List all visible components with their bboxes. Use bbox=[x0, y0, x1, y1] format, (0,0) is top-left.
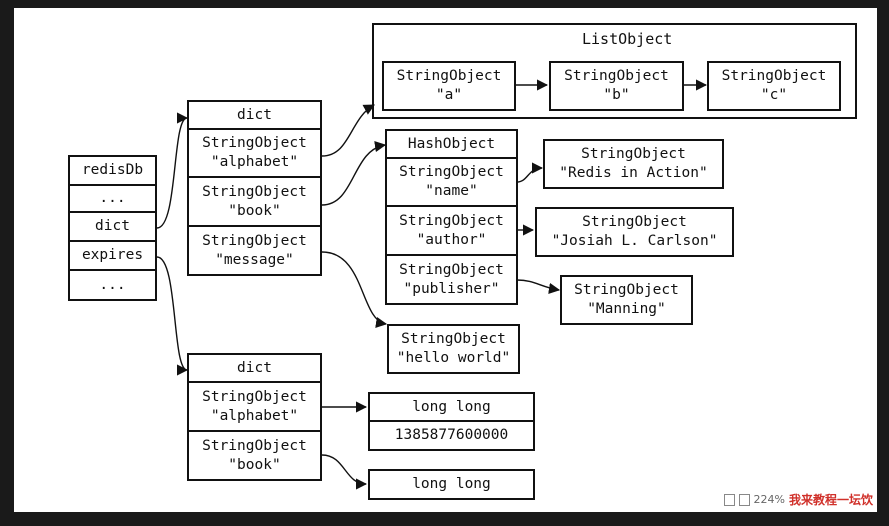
listobject-item-a: StringObject"a" bbox=[382, 61, 516, 111]
listobject-item-c: StringObject"c" bbox=[707, 61, 841, 111]
hashobject-value-author: StringObject"Josiah L. Carlson" bbox=[535, 207, 734, 257]
dict-expires-key-book: StringObject"book" bbox=[187, 430, 322, 481]
edge-publisher-value bbox=[516, 279, 561, 294]
redisdb-row-ellipsis-bottom: ... bbox=[68, 269, 157, 301]
listobject-container bbox=[372, 23, 857, 119]
message-value: StringObject"hello world" bbox=[387, 324, 520, 374]
screen-frame-bottom bbox=[0, 512, 889, 526]
listobject-title: ListObject bbox=[582, 30, 673, 48]
dict-expires-key-alphabet: StringObject"alphabet" bbox=[187, 381, 322, 432]
dict-expires-header: dict bbox=[187, 353, 322, 383]
edge-message-helloworld bbox=[321, 251, 388, 328]
screen-frame-top bbox=[0, 0, 889, 8]
dict-main-key-alphabet: StringObject"alphabet" bbox=[187, 128, 322, 178]
redisdb-header: redisDb bbox=[68, 155, 157, 186]
edge-expire-book bbox=[321, 454, 368, 490]
hashobject-key-publisher: StringObject"publisher" bbox=[385, 254, 518, 305]
edge-redisdb-dict bbox=[156, 112, 189, 229]
zoom-level[interactable]: 224% bbox=[753, 493, 785, 506]
dict-main-key-message: StringObject"message" bbox=[187, 225, 322, 276]
screen-frame-right bbox=[877, 0, 889, 526]
expire-alphabet-type: long long bbox=[368, 392, 535, 422]
viewer-status-bar: 224% 我来教程一坛饮 bbox=[723, 491, 873, 508]
redisdb-row-ellipsis-top: ... bbox=[68, 184, 157, 213]
dict-main-header: dict bbox=[187, 100, 322, 130]
page-view-icon[interactable] bbox=[723, 493, 735, 506]
hashobject-value-publisher: StringObject"Manning" bbox=[560, 275, 693, 325]
edge-redisdb-expires bbox=[156, 256, 189, 376]
redisdb-row-expires: expires bbox=[68, 240, 157, 271]
fit-page-icon[interactable] bbox=[738, 493, 750, 506]
hashobject-value-name: StringObject"Redis in Action" bbox=[543, 139, 724, 189]
dict-main-key-book: StringObject"book" bbox=[187, 176, 322, 227]
hashobject-key-name: StringObject"name" bbox=[385, 157, 518, 207]
hashobject-key-author: StringObject"author" bbox=[385, 205, 518, 256]
expire-alphabet-value: 1385877600000 bbox=[368, 420, 535, 451]
expire-book-type: long long bbox=[368, 469, 535, 500]
watermark-logo: 我来教程一坛饮 bbox=[788, 493, 873, 507]
listobject-item-b: StringObject"b" bbox=[549, 61, 684, 111]
edge-alphabet-listobject bbox=[321, 104, 375, 157]
redisdb-row-dict: dict bbox=[68, 211, 157, 242]
screen-frame-left bbox=[0, 0, 14, 526]
edge-book-hashobject bbox=[321, 140, 387, 206]
edge-name-value bbox=[516, 162, 544, 183]
hashobject-header: HashObject bbox=[385, 129, 518, 159]
